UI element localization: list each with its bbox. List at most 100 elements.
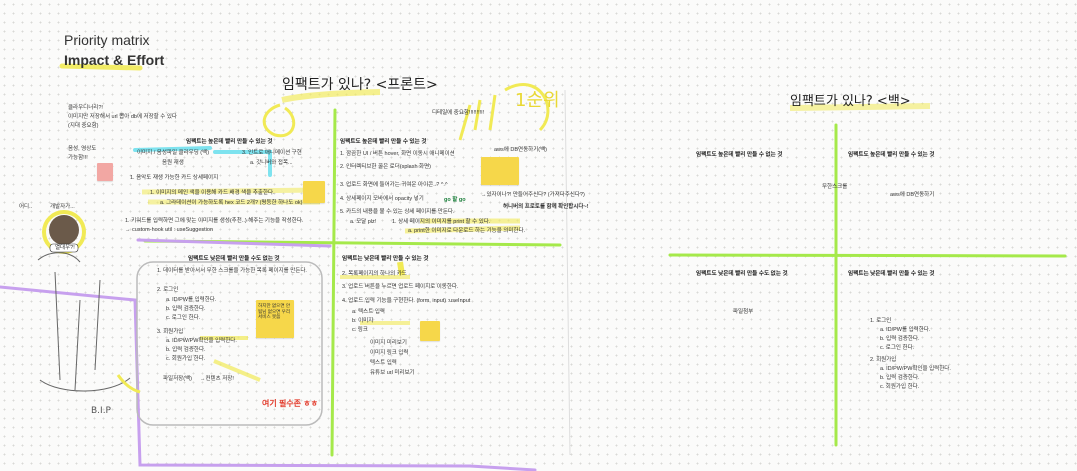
- aws-note: aws에 DB연동하기(백): [494, 147, 547, 153]
- list-item: a. print한 이미지로 다운로드 하는 기능을 의미한다.: [408, 228, 526, 234]
- quadrant-header: 임팩트는 낮은데 빨리 만들 수 있는 것: [342, 256, 429, 262]
- list-item: a. ID/PW/PW확인을 입력한다.: [166, 338, 237, 344]
- page-subtitle: Impact & Effort: [64, 52, 165, 68]
- go-note: go 할 go: [444, 197, 466, 203]
- quadrant-header: 임팩트도 높은데 빨리 만들 수 있는 것: [340, 139, 427, 145]
- list-item: b. 입력 검증한다.: [880, 375, 920, 381]
- list-item: a. ID/PW를 입력한다.: [880, 327, 931, 333]
- list-item: 음원 재생: [162, 160, 184, 166]
- back-note: 무한스크롤: [822, 184, 848, 190]
- list-item: 1. 음악도 재생 가능한 카드 상세페이지: [130, 175, 219, 181]
- list-item: a. 텍스트 입력: [352, 309, 385, 315]
- title-underline: [59, 63, 143, 71]
- back-heading: 임팩트가 있나? <백>: [790, 94, 911, 109]
- list-item: c. 링크: [352, 327, 368, 333]
- page-title: Priority matrix: [64, 32, 150, 48]
- arrow-yellow: [397, 261, 405, 276]
- list-item: 1. 이미지의 메인 색을 이용해 카드 배경 색을 추출한다.: [150, 190, 275, 196]
- yellow-highlight-2: [200, 336, 261, 382]
- yellow-rank-doodle: [458, 83, 550, 141]
- side-note: 클라우디너리?!: [68, 105, 103, 111]
- front-vertical-axis: [330, 108, 337, 457]
- list-item: b. 입력 검증한다.: [166, 306, 206, 312]
- list-item: 1. 데이터를 받아서서 무한 스크롤을 가능한 목록 페이지를 만든다.: [157, 268, 307, 274]
- quadrant-header: 임팩트도 높은데 빨리 만들 수 있는 것: [848, 152, 935, 158]
- list-item: 1. 깜끔한 UI / 버튼 hover, 화면 이동시 애니메이션: [340, 151, 455, 157]
- back-note: 파일첨부: [733, 309, 754, 315]
- list-item: b. 이미지: [352, 318, 374, 324]
- back-heading-highlight: [789, 103, 931, 111]
- list-item: 유튜브 url 미리보기: [370, 370, 415, 376]
- front-note-top: 디테일에 중요함!!!!!!!!!!: [432, 110, 485, 116]
- list-item: 2. 로그인: [157, 287, 179, 293]
- side-note: 가능함!!!: [68, 155, 88, 161]
- doodle-text: 개발자가...: [50, 204, 75, 210]
- list-item: 이미지 미리보기: [370, 340, 407, 346]
- quadrant-header: 임팩트도 높은데 빨리 만들 수 없는 것: [696, 152, 783, 158]
- yellow-doodle: [262, 103, 296, 138]
- front-heading: 임팩트가 있나? <프론트>: [282, 77, 438, 93]
- side-note: 이미지만 저장해서 url 뽑아 db에 저장할 수 있다: [68, 114, 177, 120]
- side-note: (지대 중요함): [68, 123, 99, 129]
- list-item: → custom-hook util : useSuggestion: [125, 227, 214, 233]
- yellow-highlight-1: [141, 187, 323, 205]
- list-item: c. 로그인 한다.: [880, 345, 915, 351]
- list-item: 4. 상세페이지 모바에서 opacity 넣기: [340, 196, 424, 202]
- back-note: aws에 DB연동하기: [890, 192, 935, 198]
- quadrant-header: 임팩트도 낮은데 빨리 만들 수도 없는 것: [188, 256, 280, 262]
- list-item: 텍스트 입력: [370, 360, 397, 366]
- list-item: 파일저장(백): [163, 376, 192, 382]
- list-item: 2. 목록페이지의 하나의 카드: [342, 271, 407, 277]
- sticky-note-yellow[interactable]: [481, 157, 519, 185]
- list-item: 3. 업로드 화면에 들어가는 귀여운 아이콘..? ^.^: [340, 182, 448, 188]
- list-item: a. ID/PW를 입력한다.: [166, 297, 217, 303]
- list-item: 1. 로그인: [870, 318, 892, 324]
- list-item: 1. 키워드를 입력하면 그에 맞는 이미지를 생성(추천..) 해주는 기능을…: [125, 218, 304, 224]
- doodle-text: B.I.P: [91, 406, 111, 416]
- yellow-highlight-4: [404, 218, 521, 234]
- list-item: 3. 회원가입: [157, 329, 184, 335]
- list-item: 3. 인트로 애니메이션 구현: [242, 150, 302, 156]
- purple-frame: [0, 238, 537, 471]
- sticky-text: 하지만 없으면 안됨님 없으면 우리 서비스 못씀: [258, 303, 291, 320]
- list-item: 5. 카드의 내용을 볼 수 있는 상세 페이지를 만든다.: [340, 209, 455, 215]
- sticky-note-yellow[interactable]: [303, 181, 325, 203]
- list-item: 3. 업로드 버튼을 누르면 업로드 페이지로 이동한다.: [342, 284, 459, 290]
- sticky-note-pink[interactable]: [97, 163, 113, 181]
- honey-note: 허니버의 프로토를 함께 확인합시다~!: [503, 204, 589, 210]
- list-item: c. 회원가입 한다.: [166, 356, 206, 362]
- list-item: 이미지 / 음성파일 클라우딩 (백): [137, 150, 210, 156]
- doodle-text: 열대우?!: [55, 245, 75, 251]
- list-item: b. 입력 검증한다.: [880, 336, 920, 342]
- cyan-highlight: [133, 146, 272, 177]
- list-item: c. 회원가입 한다.: [880, 384, 920, 390]
- quadrant-header: 임팩트는 낮은데 빨리 만들 수 있는 것: [848, 271, 935, 277]
- sticky-note-yellow[interactable]: [256, 300, 294, 338]
- other-note: →있자이나?! 만들어주신다? (가져다주신다?): [481, 192, 585, 198]
- list-item: a. ID/PW/PW확인을 입력한다.: [880, 366, 951, 372]
- yellow-highlight-3: [340, 275, 410, 325]
- sticky-note-yellow[interactable]: [420, 321, 440, 341]
- list-item: 4. 업로드 입력 기능을 구현한다. (form, input) :useIn…: [342, 298, 471, 304]
- yellow-ship-mark: [116, 374, 141, 394]
- list-item: a. 모달 plz!: [350, 219, 377, 225]
- must-zone-box: [136, 261, 323, 426]
- doodle-text: 어디..: [19, 204, 33, 210]
- side-note: 음성, 영상도: [68, 146, 97, 152]
- list-item: 1. 상세 페이지의 이미지를 print 할 수 있다.: [392, 219, 491, 225]
- ship-sketch: [37, 252, 131, 392]
- quadrant-header: 임팩트는 높은데 빨리 만들 수 있는 것: [186, 139, 273, 145]
- rank-label: 1순위: [515, 90, 560, 111]
- grey-line-right: [564, 89, 571, 456]
- list-item: →컨텐츠 저장!: [200, 376, 234, 382]
- list-item: a. 갓니버와 접목...: [250, 160, 293, 166]
- quadrant-header: 임팩트도 낮은데 빨리 만들 수도 없는 것: [696, 271, 788, 277]
- must-zone-label: 여기 필수존 ㅎㅎ: [262, 399, 318, 408]
- list-item: b. 입력 검증한다.: [166, 347, 206, 353]
- list-item: 이미지 링크 입력: [370, 350, 409, 356]
- list-item: 2. 회원가입: [870, 357, 897, 363]
- front-heading-highlight: [281, 89, 381, 103]
- list-item: a. 그라데이션이 가능하도록 hex 코드 2개? (평등한 하나도 ok): [160, 200, 303, 206]
- list-item: c. 로그인 한다.: [166, 315, 201, 321]
